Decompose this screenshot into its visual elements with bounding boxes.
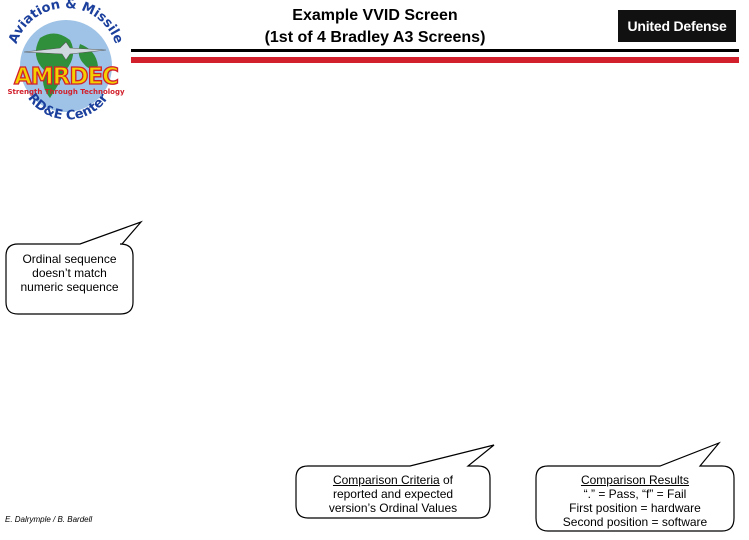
results-callout-line: Second position = software [562,515,708,529]
logo-name: AMRDEC [14,64,118,90]
results-callout-balloon [535,441,735,532]
criteria-callout-heading: Comparison Criteria [332,473,440,487]
title-line-1: Example VVID Screen [292,7,458,24]
header-rule-red [131,57,739,63]
author-credit: E. Dalrymple / B. Bardell [5,515,93,524]
ordinal-callout: Ordinal sequence doesn’t match numeric s… [6,252,133,294]
results-callout-line: First position = hardware [569,501,701,515]
amrdec-logo: Aviation & Missile AMRDEC Strength Throu… [6,0,126,124]
results-callout-line: “.” = Pass, “f” = Fail [583,487,687,501]
ordinal-callout-line: numeric sequence [20,280,119,294]
criteria-callout-line: version’s Ordinal Values [328,501,458,515]
criteria-callout-heading-suffix: of [439,473,454,487]
criteria-callout-balloon [295,444,495,519]
logo-tagline: Strength Through Technology [7,88,125,96]
ordinal-callout-balloon [5,220,143,315]
results-callout: Comparison Results “.” = Pass, “f” = Fai… [536,473,734,529]
criteria-callout-heading-line: Comparison Criteria of [296,473,490,487]
page-title: Example VVID Screen (1st of 4 Bradley A3… [225,5,525,49]
title-line-2: (1st of 4 Bradley A3 Screens) [264,29,486,46]
criteria-callout: Comparison Criteria of reported and expe… [296,473,490,515]
ordinal-callout-line: Ordinal sequence [22,252,117,266]
criteria-callout-line: reported and expected [332,487,454,501]
results-callout-heading: Comparison Results [580,473,690,487]
header-rule-black [131,49,739,52]
ordinal-callout-line: doesn’t match [32,266,107,280]
united-defense-logo: United Defense [618,10,736,42]
aircraft-icon [23,41,107,61]
